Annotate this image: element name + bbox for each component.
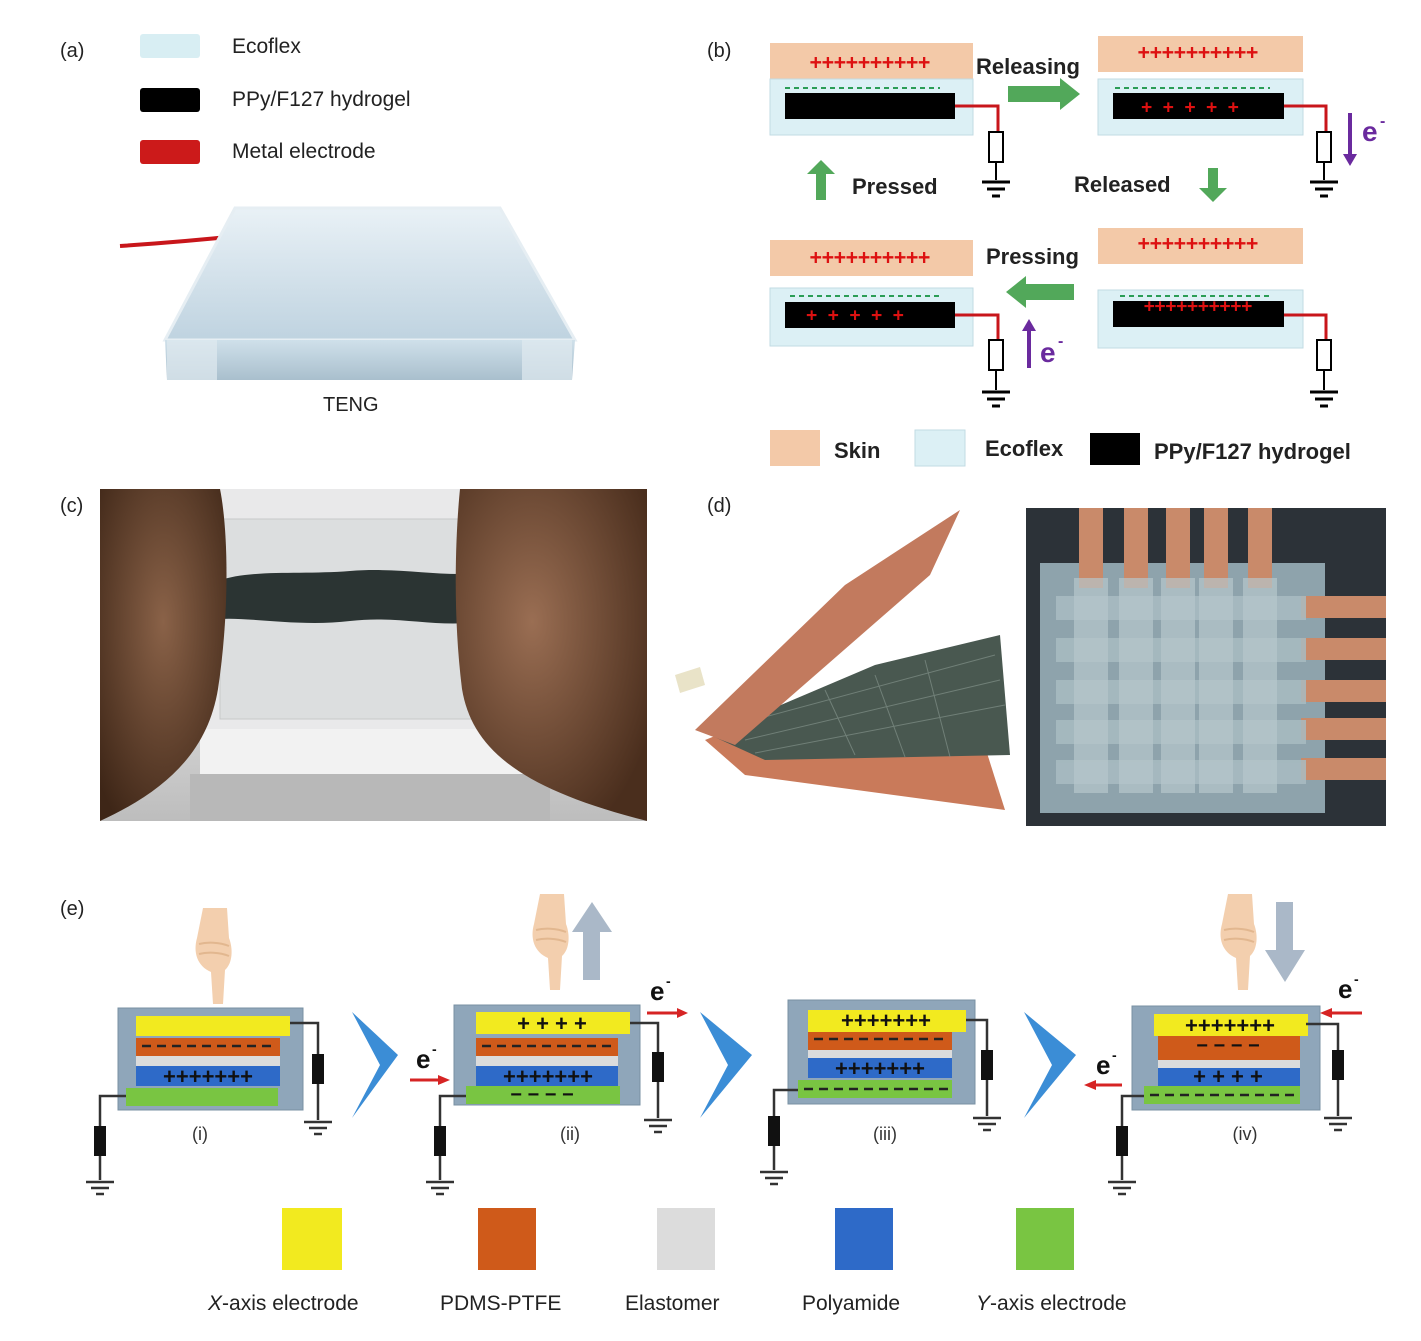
svg-text:+ + + + +: + + + + + xyxy=(1141,97,1239,118)
legend-swatch-skin xyxy=(770,430,820,466)
legend-label-x-axis-electrode: X-axis electrode xyxy=(208,1292,359,1315)
state-unit-bottom-right: ++++++++++ ++++++++++ xyxy=(1097,228,1338,408)
legend-swatch-y-axis-electrode xyxy=(1016,1208,1074,1270)
svg-text:-: - xyxy=(432,1041,437,1057)
legend-swatch-polyamide xyxy=(835,1208,893,1270)
svg-text:Pressed: Pressed xyxy=(852,174,938,199)
panel-label-b: (b) xyxy=(707,40,732,62)
step-iv: +++++++ − − − − + + + + (iv) e - e - xyxy=(1084,893,1362,1196)
step-label-ii: (ii) xyxy=(560,1124,580,1144)
step-label-i: (i) xyxy=(192,1124,208,1144)
svg-text:-: - xyxy=(1058,333,1063,350)
step-iii: +++++++ +++++++ (iii) xyxy=(758,999,1003,1186)
step-i: +++++++ (i) xyxy=(84,907,334,1196)
svg-text:+++++++: +++++++ xyxy=(163,1064,253,1089)
svg-text:++++++++++: ++++++++++ xyxy=(810,245,930,269)
arrow-down-released xyxy=(1199,168,1227,202)
step-label-iv: (iv) xyxy=(1233,1124,1258,1144)
svg-text:++++++++++: ++++++++++ xyxy=(1138,231,1258,255)
svg-text:-: - xyxy=(1112,1047,1117,1063)
svg-text:+ + + +: + + + + xyxy=(517,1011,587,1036)
state-unit-top-left: ++++++++++ xyxy=(769,43,1010,198)
photo-hand-stretching-hydrogel xyxy=(100,489,647,821)
svg-text:e: e xyxy=(1338,974,1352,1004)
svg-text:++++++++++: ++++++++++ xyxy=(1138,40,1258,64)
svg-text:+ + + + +: + + + + + xyxy=(806,305,904,326)
chevron-arrow-1 xyxy=(352,1012,398,1118)
legend-label-ecoflex-b: Ecoflex xyxy=(985,436,1064,461)
arrow-up-pressed xyxy=(807,160,835,200)
legend-swatch-x-axis-electrode xyxy=(282,1208,342,1270)
arrow-down-press xyxy=(1265,902,1305,982)
state-unit-top-right: ++++++++++ + + + + + e - xyxy=(1097,36,1385,198)
photo-flexible-array xyxy=(675,510,1010,810)
legend-swatch-ecoflex xyxy=(140,34,200,58)
teng-device-illustration xyxy=(119,206,578,380)
svg-text:+++++++: +++++++ xyxy=(835,1056,925,1081)
step-ii: + + + + +++++++ − − − − (ii) e - e - xyxy=(410,893,688,1196)
legend-label-ecoflex: Ecoflex xyxy=(232,35,301,58)
arrow-right-releasing xyxy=(1008,78,1080,110)
legend-swatch-pdms-ptfe xyxy=(478,1208,536,1270)
teng-label: TENG xyxy=(323,394,379,416)
legend-label-hydrogel: PPy/F127 hydrogel xyxy=(232,88,411,111)
legend-label-skin: Skin xyxy=(834,438,880,463)
svg-text:Releasing: Releasing xyxy=(976,54,1080,79)
panel-label-e: (e) xyxy=(60,898,85,920)
arrow-left-pressing xyxy=(1006,276,1074,308)
svg-text:e: e xyxy=(650,976,664,1006)
photo-electrode-grid xyxy=(1026,508,1386,826)
legend-swatch-elastomer xyxy=(657,1208,715,1270)
chevron-arrow-2 xyxy=(700,1012,752,1118)
svg-text:e: e xyxy=(1096,1050,1110,1080)
arrow-up-lift xyxy=(572,902,612,980)
svg-text:-: - xyxy=(666,973,671,989)
svg-text:e: e xyxy=(1362,116,1378,147)
legend-swatch-ecoflex-b xyxy=(914,429,966,467)
legend-swatch-metal-electrode xyxy=(140,140,200,164)
legend-label-pdms-ptfe: PDMS-PTFE xyxy=(440,1292,562,1315)
svg-text:e: e xyxy=(1040,337,1056,368)
panel-label-a: (a) xyxy=(60,40,85,62)
skin-charges: ++++++++++ xyxy=(810,50,930,74)
svg-text:-: - xyxy=(1380,113,1385,130)
teng-working-mechanism: ++++++++++ ++++++++++ + + + + + e - ++++… xyxy=(769,36,1385,467)
svg-text:+++++++: +++++++ xyxy=(841,1008,931,1033)
panel-label-d: (d) xyxy=(707,495,732,517)
triboelectric-sequence: +++++++ (i) + + + + +++++++ − − − − xyxy=(84,893,1362,1196)
panel-label-c: (c) xyxy=(60,495,84,517)
legend-label-polyamide: Polyamide xyxy=(802,1292,901,1315)
svg-text:+++++++: +++++++ xyxy=(1185,1013,1275,1038)
legend-label-hydrogel-b: PPy/F127 hydrogel xyxy=(1154,439,1351,464)
svg-text:++++++++++: ++++++++++ xyxy=(1144,296,1253,317)
svg-text:+++++++: +++++++ xyxy=(503,1064,593,1089)
svg-text:-: - xyxy=(1354,971,1359,987)
legend-swatch-hydrogel xyxy=(140,88,200,112)
svg-text:− − − −: − − − − xyxy=(1196,1035,1259,1057)
legend-label-metal-electrode: Metal electrode xyxy=(232,140,376,163)
step-label-iii: (iii) xyxy=(873,1124,897,1144)
svg-text:e: e xyxy=(416,1044,430,1074)
svg-text:Released: Released xyxy=(1074,172,1171,197)
legend-swatch-hydrogel-b xyxy=(1090,433,1140,465)
legend-label-elastomer: Elastomer xyxy=(625,1292,720,1315)
state-unit-bottom-left: ++++++++++ + + + + + e - xyxy=(769,240,1063,408)
svg-text:Pressing: Pressing xyxy=(986,244,1079,269)
chevron-arrow-3 xyxy=(1024,1012,1076,1118)
svg-text:+ + + +: + + + + xyxy=(1193,1064,1263,1089)
svg-text:− − − −: − − − − xyxy=(510,1084,573,1106)
legend-label-y-axis-electrode: Y-axis electrode xyxy=(976,1292,1127,1315)
